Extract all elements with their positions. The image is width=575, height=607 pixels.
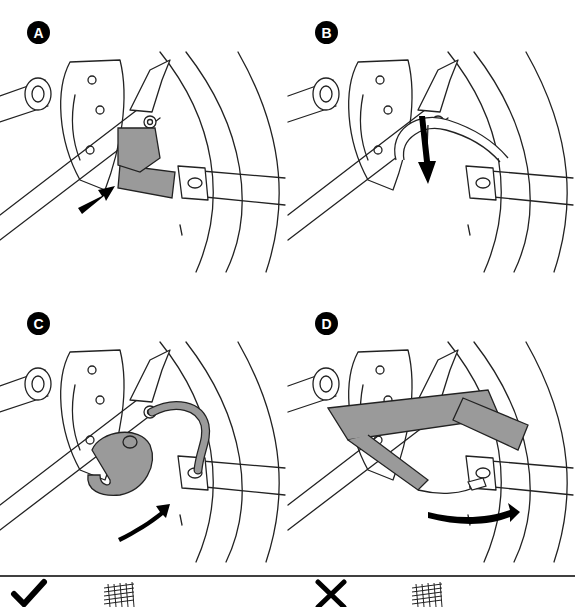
panel-c-scene bbox=[0, 342, 285, 562]
coupling-block bbox=[118, 128, 160, 172]
push-arrow bbox=[78, 186, 115, 214]
panel-d-scene bbox=[288, 342, 573, 562]
hatch-icon bbox=[104, 582, 134, 607]
strap-clamp-edge bbox=[404, 129, 500, 162]
frame-drawing bbox=[0, 52, 285, 272]
divider-line bbox=[0, 575, 575, 577]
clamp-cover bbox=[88, 432, 153, 495]
cord-hook bbox=[468, 478, 486, 490]
panel-a-scene bbox=[0, 52, 285, 272]
strap-fill bbox=[152, 406, 206, 470]
clamp-knob bbox=[123, 436, 137, 448]
step-letter: A bbox=[33, 26, 43, 40]
cord bbox=[418, 485, 478, 493]
panel-b-scene bbox=[288, 52, 573, 272]
strap-loop bbox=[453, 398, 528, 450]
step-letter: D bbox=[321, 317, 331, 331]
cross-mark bbox=[318, 582, 344, 607]
curved-arrow bbox=[428, 503, 520, 524]
frame-drawing bbox=[288, 52, 573, 272]
step-badge: B bbox=[315, 21, 338, 44]
coupling-bar bbox=[118, 165, 175, 198]
step-letter: B bbox=[321, 26, 331, 40]
frame-drawing bbox=[0, 342, 285, 562]
hatch-icon bbox=[412, 582, 442, 607]
step-badge: C bbox=[27, 312, 50, 335]
strap-tail bbox=[348, 435, 428, 490]
step-badge: A bbox=[27, 21, 50, 44]
step-badge: D bbox=[315, 312, 338, 335]
frame-drawing bbox=[288, 342, 573, 562]
step-letter: C bbox=[33, 317, 43, 331]
curved-arrow bbox=[118, 504, 170, 542]
check-mark bbox=[14, 582, 44, 604]
down-arrow bbox=[418, 116, 436, 184]
strap bbox=[152, 406, 206, 470]
